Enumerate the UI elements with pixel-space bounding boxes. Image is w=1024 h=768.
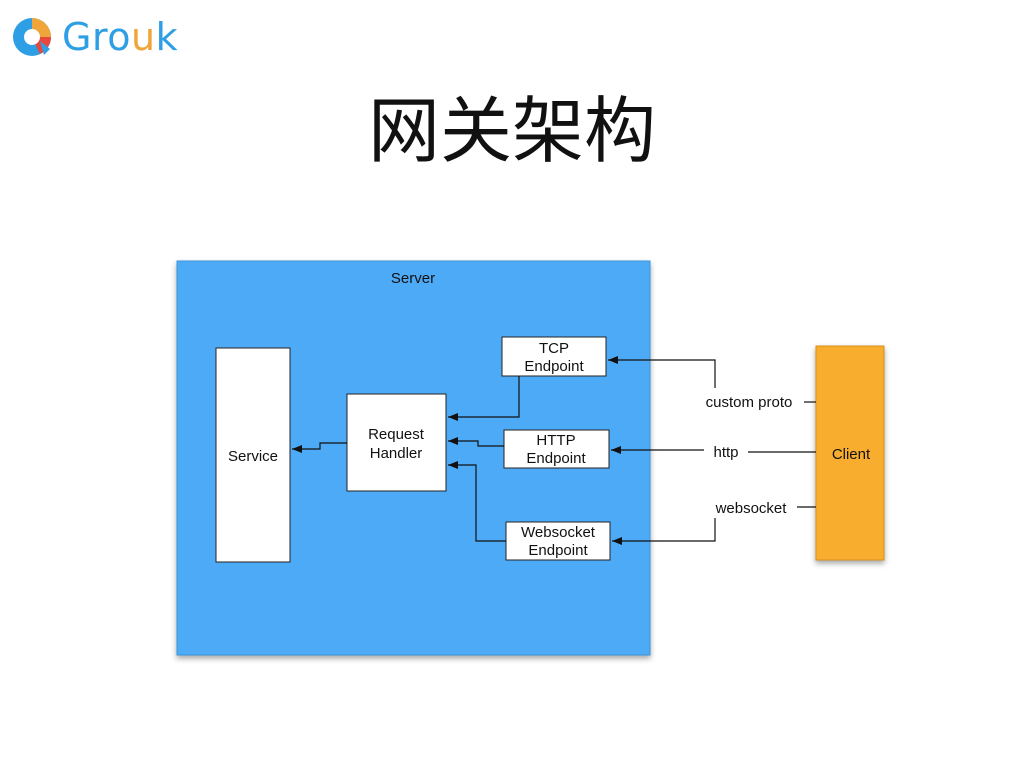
custom-proto-label: custom proto [706, 394, 793, 411]
client-label: Client [832, 446, 871, 463]
http-endpoint-box [503, 429, 610, 469]
brand-logo: Grouk [10, 12, 178, 62]
brand-name: Grouk [62, 18, 178, 56]
request-handler-box [346, 393, 447, 492]
handler-to-service-arrow [292, 442, 347, 453]
http-label: http [713, 444, 738, 461]
websocket-label: websocket [715, 500, 788, 517]
http-endpoint-label-line1: HTTP [536, 432, 575, 449]
request-handler-label-line2: Handler [370, 445, 423, 462]
websocket-arrow [612, 518, 716, 545]
http-endpoint-label-line2: Endpoint [526, 450, 586, 467]
custom-proto-arrow [608, 356, 716, 388]
websocket-endpoint-box [505, 521, 611, 561]
brand-name-main: Gro [62, 15, 131, 59]
brand-name-accent: u [130, 15, 156, 59]
tcp-to-handler-arrow [448, 376, 520, 421]
service-label: Service [228, 448, 278, 465]
websocket-endpoint-label-line2: Endpoint [528, 542, 588, 559]
tcp-endpoint-box [501, 336, 607, 377]
request-handler-label-line1: Request [368, 426, 425, 443]
client-box [815, 345, 885, 561]
page-title: 网关架构 [367, 89, 656, 173]
tcp-endpoint-label-line1: TCP [539, 340, 569, 357]
service-box [215, 347, 291, 563]
grouk-logo-icon [13, 18, 51, 56]
websocket-endpoint-label-line1: Websocket [521, 524, 596, 541]
http-to-handler-arrow [448, 437, 504, 447]
tcp-endpoint-label-line2: Endpoint [524, 358, 584, 375]
brand-name-tail: k [155, 15, 179, 59]
websocket-to-handler-arrow [448, 461, 506, 542]
server-label: Server [391, 270, 435, 287]
